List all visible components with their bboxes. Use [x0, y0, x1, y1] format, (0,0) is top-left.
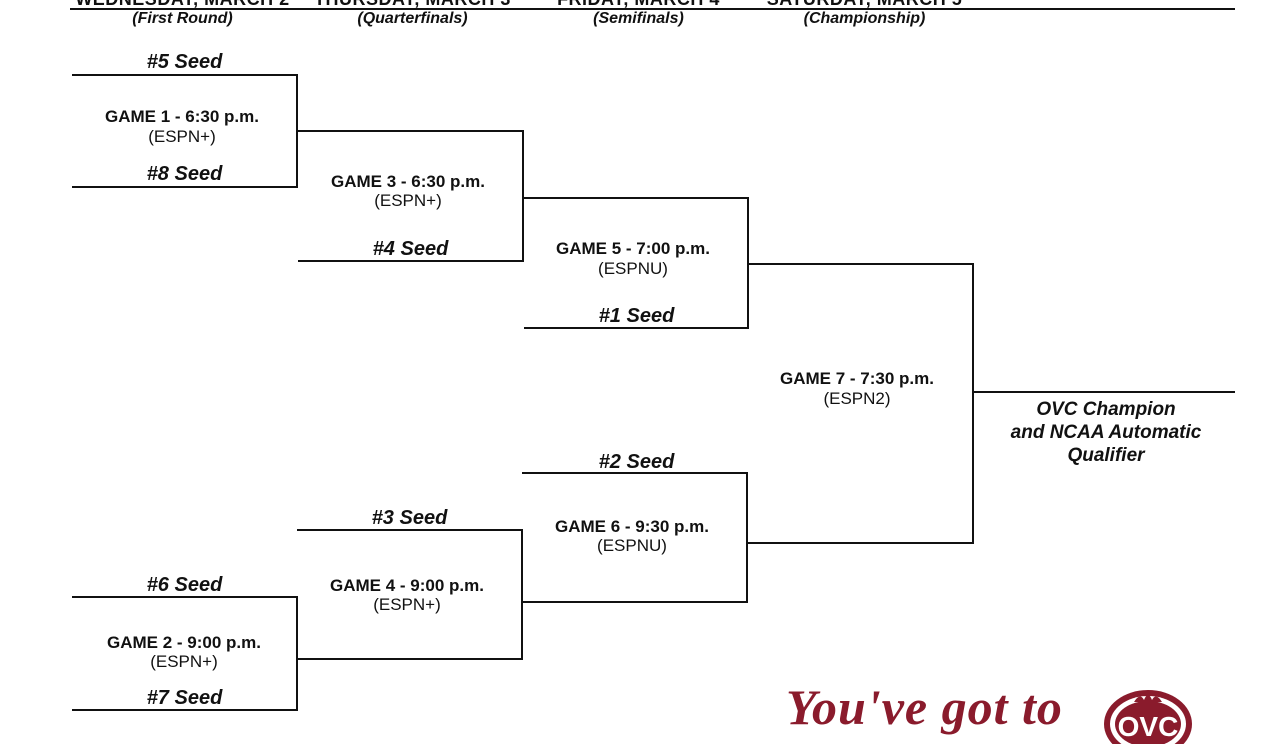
- header-day-1: WEDNESDAY, MARCH 2: [70, 0, 295, 10]
- seed-7-label: #7 Seed: [146, 687, 223, 709]
- game-2-top-line: [72, 596, 298, 598]
- seed-5-label: #5 Seed: [146, 51, 223, 73]
- header-day-4: SATURDAY, MARCH 5: [752, 0, 977, 10]
- seed-4-label: #4 Seed: [372, 238, 449, 260]
- champion-line-3: Qualifier: [1067, 445, 1145, 466]
- header-day-3: FRIDAY, MARCH 4: [526, 0, 751, 10]
- champion-line-2: and NCAA Automatic: [1010, 422, 1202, 443]
- game-6-connector: [746, 472, 748, 603]
- game-6-label: GAME 6 - 9:30 p.m.: [555, 517, 709, 536]
- seed-1-label: #1 Seed: [598, 305, 675, 327]
- game-3-label: GAME 3 - 6:30 p.m.: [331, 172, 485, 191]
- game-3-bottom-line: [298, 260, 524, 262]
- game-3-network: (ESPN+): [374, 191, 442, 210]
- header-round-2: (Quarterfinals): [357, 10, 468, 27]
- game-7-bottom-line: [746, 542, 974, 544]
- champion-line-1: OVC Champion: [1036, 399, 1176, 420]
- game-7-connector: [972, 263, 974, 544]
- game-1-bottom-line: [72, 186, 298, 188]
- ovc-logo: OVC: [1104, 690, 1192, 744]
- game-3-connector: [522, 130, 524, 262]
- header-round-3: (Semifinals): [593, 10, 684, 27]
- header-rule: [70, 8, 1235, 10]
- game-1-top-line: [72, 74, 298, 76]
- header-day-2: THURSDAY, MARCH 3: [300, 0, 525, 10]
- game-4-bottom-line: [296, 658, 523, 660]
- header-round-1: (First Round): [132, 10, 233, 27]
- tagline: You've got to: [786, 679, 1063, 735]
- game-4-label: GAME 4 - 9:00 p.m.: [330, 576, 484, 595]
- game-2-bottom-line: [72, 709, 298, 711]
- game-5-label: GAME 5 - 7:00 p.m.: [556, 239, 710, 258]
- game-2-connector: [296, 596, 298, 711]
- game-3-top-line: [296, 130, 524, 132]
- game-7-network: (ESPN2): [823, 389, 891, 408]
- game-6-bottom-line: [521, 601, 748, 603]
- game-6-network: (ESPNU): [597, 536, 667, 555]
- seed-3-label: #3 Seed: [371, 507, 448, 529]
- game-5-bottom-line: [524, 327, 749, 329]
- game-1-network: (ESPN+): [148, 127, 216, 146]
- game-4-top-line: [297, 529, 523, 531]
- game-4-network: (ESPN+): [373, 595, 441, 614]
- game-6-top-line: [522, 472, 748, 474]
- game-4-connector: [521, 529, 523, 660]
- game-5-top-line: [522, 197, 749, 199]
- game-5-network: (ESPNU): [598, 259, 668, 278]
- seed-8-label: #8 Seed: [146, 163, 223, 185]
- game-2-network: (ESPN+): [150, 652, 218, 671]
- seed-6-label: #6 Seed: [146, 574, 223, 596]
- game-7-label: GAME 7 - 7:30 p.m.: [780, 369, 934, 388]
- tournament-bracket: WEDNESDAY, MARCH 2 THURSDAY, MARCH 3 FRI…: [70, 0, 1235, 744]
- game-1-label: GAME 1 - 6:30 p.m.: [105, 107, 259, 126]
- champion-line: [972, 391, 1235, 393]
- ovc-logo-text: OVC: [1118, 711, 1179, 742]
- game-2-label: GAME 2 - 9:00 p.m.: [107, 633, 261, 652]
- game-7-top-line: [747, 263, 974, 265]
- header-round-4: (Championship): [803, 10, 926, 27]
- seed-2-label: #2 Seed: [598, 451, 675, 473]
